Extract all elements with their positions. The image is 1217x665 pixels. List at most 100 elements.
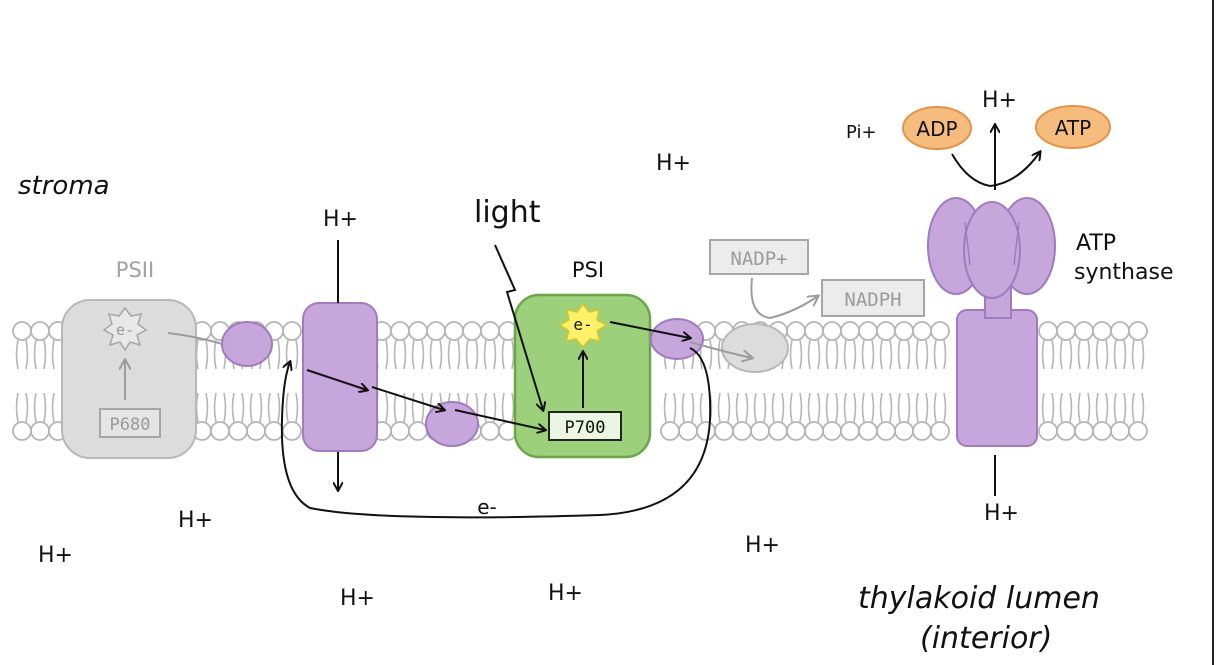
- lipid-tail: [1087, 339, 1091, 370]
- lipid-tail: [1123, 339, 1127, 370]
- atp-label: ATP: [1055, 116, 1091, 140]
- lipid-tail: [457, 339, 461, 370]
- lipid-tail: [843, 392, 847, 423]
- lipid-tail: [1051, 392, 1055, 423]
- lipid-tail: [403, 339, 407, 370]
- proton-label: H+: [340, 586, 375, 611]
- psii-excited-electron-star-icon: [102, 306, 148, 352]
- lipid-head: [912, 421, 932, 441]
- lipid-tail: [1105, 392, 1109, 423]
- lipid-tail: [691, 392, 695, 423]
- lipid-tail: [493, 339, 497, 370]
- lipid-head: [1056, 321, 1076, 341]
- nadp-reductase: [721, 323, 789, 373]
- light-label: light: [474, 195, 541, 230]
- lipid-head: [390, 321, 410, 341]
- p680-label: P680: [110, 415, 151, 435]
- proton-label: H+: [745, 533, 780, 558]
- nadp-plus-box: [709, 239, 809, 275]
- nadph-box: [821, 279, 925, 317]
- plastocyanin-carrier: [425, 401, 479, 447]
- lipid-head: [12, 421, 32, 441]
- lipid-head: [1038, 321, 1058, 341]
- p700-label: P700: [565, 418, 606, 438]
- lipid-tail: [817, 392, 821, 423]
- lipid-head: [840, 321, 860, 341]
- lipid-head: [1074, 321, 1094, 341]
- lipid-head: [660, 421, 680, 441]
- lipid-tail: [43, 339, 47, 370]
- lipid-tail: [223, 392, 227, 423]
- lipid-tail: [277, 339, 281, 370]
- lipid-head: [1128, 421, 1148, 441]
- lipid-tail: [889, 392, 893, 423]
- atp-synthase: [927, 197, 1056, 447]
- cytochrome-b6f-complex: [302, 302, 378, 452]
- proton-label: H+: [548, 581, 583, 606]
- pc-to-p700-arrow: [454, 409, 545, 430]
- lipid-head: [1092, 321, 1112, 341]
- lipid-tail: [871, 392, 875, 423]
- lipid-tail: [897, 392, 901, 423]
- psi-excited-electron-star-icon: [558, 302, 608, 349]
- lipid-head: [750, 421, 770, 441]
- p700-box: [548, 411, 622, 441]
- lipid-tail: [915, 339, 919, 370]
- lipid-tail: [1077, 392, 1081, 423]
- proton-label: H+: [984, 501, 1019, 526]
- atp-synthase-head-center: [963, 201, 1021, 299]
- lipid-tail: [781, 392, 785, 423]
- lipid-tail: [475, 339, 479, 370]
- adp-oval: [902, 106, 972, 150]
- lipid-tail: [943, 339, 947, 370]
- lipid-head: [1110, 321, 1130, 341]
- lumen-label-line1: thylakoid lumen: [858, 581, 1100, 616]
- lipid-tail: [907, 339, 911, 370]
- lipid-tail: [799, 392, 803, 423]
- lipid-head: [228, 421, 248, 441]
- lipid-head: [426, 321, 446, 341]
- lipid-head: [282, 321, 302, 341]
- lipid-tail: [277, 392, 281, 423]
- lipid-tail: [771, 392, 775, 423]
- lipid-tail: [807, 339, 811, 370]
- atp-oval: [1035, 105, 1111, 149]
- lipid-tail: [745, 392, 749, 423]
- lipid-tail: [825, 339, 829, 370]
- lipid-head: [930, 421, 950, 441]
- psii-electron-label: e-: [116, 321, 134, 339]
- lipid-tail: [249, 392, 253, 423]
- lipid-tail: [853, 392, 857, 423]
- lipid-tail: [907, 392, 911, 423]
- lipid-tail: [871, 339, 875, 370]
- lipid-head: [786, 321, 806, 341]
- lipid-tail: [789, 392, 793, 423]
- lipid-tail: [411, 339, 415, 370]
- lipid-head: [714, 421, 734, 441]
- lipid-tail: [213, 392, 217, 423]
- atp-synthase-detail-line: [964, 221, 971, 266]
- lipid-head: [480, 321, 500, 341]
- psii-label: PSII: [116, 258, 154, 282]
- lipid-tail: [231, 392, 235, 423]
- lipid-tail: [753, 392, 757, 423]
- lipid-head: [1074, 421, 1094, 441]
- lipid-tail: [429, 339, 433, 370]
- lipid-head: [858, 421, 878, 441]
- lipid-tail: [15, 339, 19, 370]
- lipid-head: [930, 321, 950, 341]
- lipid-tail: [1113, 392, 1117, 423]
- lipid-head: [876, 321, 896, 341]
- phosphate-label: Pi+: [846, 122, 877, 143]
- lipid-head: [462, 321, 482, 341]
- lipid-head: [1038, 421, 1058, 441]
- lipid-tail: [861, 339, 865, 370]
- atp-synthase-fo-subunit: [956, 309, 1038, 447]
- lipid-tail: [735, 392, 739, 423]
- lipid-tail: [925, 339, 929, 370]
- lipid-tail: [259, 392, 263, 423]
- lipid-tail: [1095, 392, 1099, 423]
- lipid-tail: [1059, 339, 1063, 370]
- lipid-tail: [421, 339, 425, 370]
